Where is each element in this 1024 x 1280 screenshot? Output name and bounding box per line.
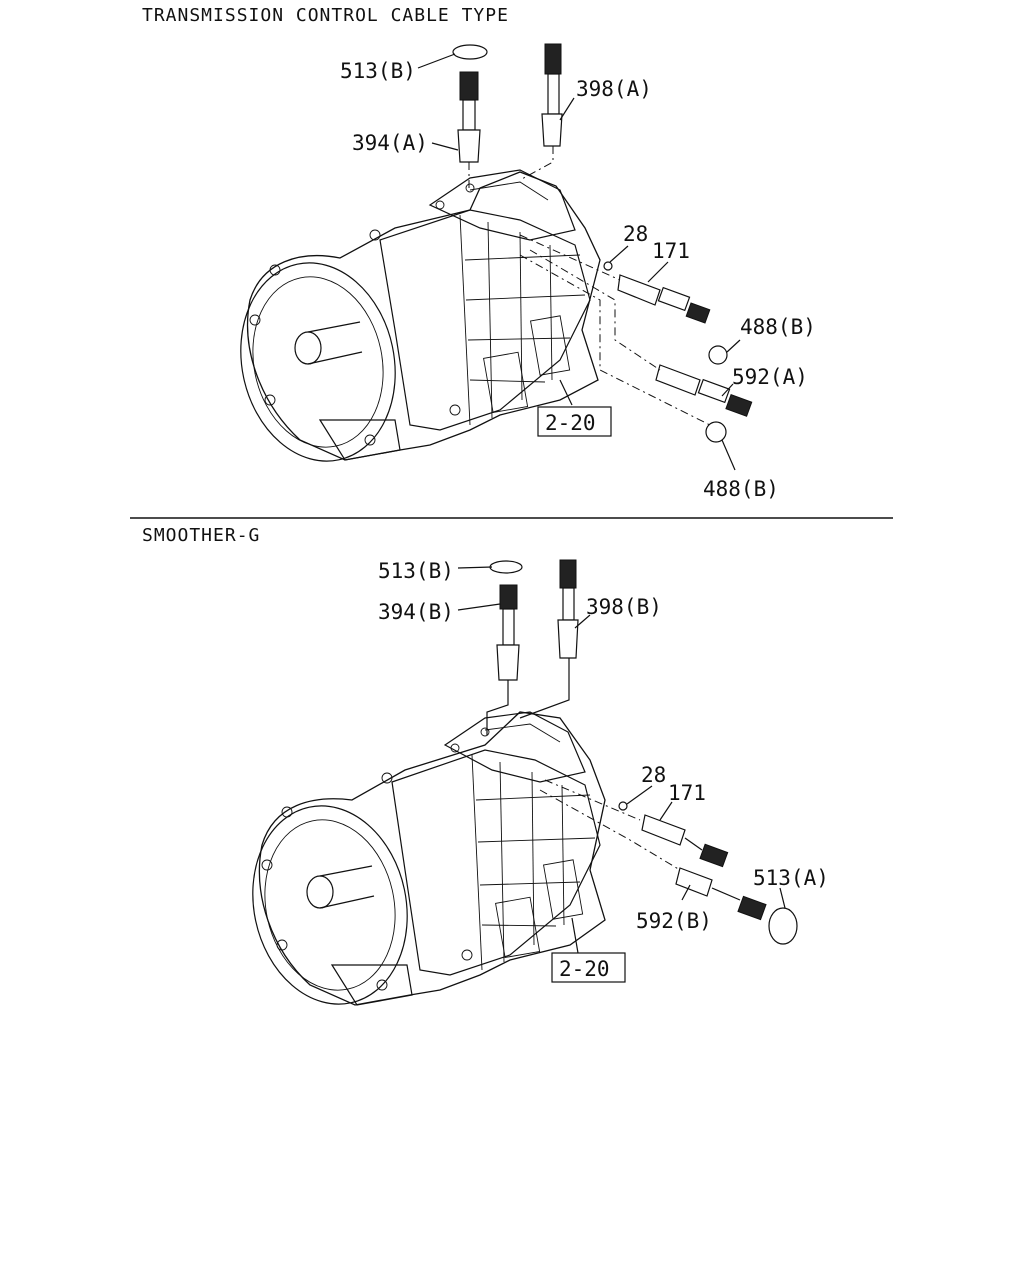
ref-box [551, 952, 626, 983]
label-171: 171 [652, 239, 690, 263]
ref-box [537, 406, 612, 437]
transmission-assembly-drawing [252, 711, 606, 1006]
label-28: 28 [641, 763, 666, 787]
label-513b: 513(B) [378, 559, 454, 583]
section-smoother-g: SMOOTHER-G [142, 525, 829, 1006]
ref-label: 2-20 [559, 957, 610, 981]
ref-label: 2-20 [545, 411, 596, 435]
section-title: SMOOTHER-G [142, 525, 260, 546]
transmission-assembly-drawing [240, 169, 601, 462]
label-394b: 394(B) [378, 600, 454, 624]
label-592a: 592(A) [732, 365, 808, 389]
section-transmission-control-cable-type: TRANSMISSION CONTROL CABLE TYPE [142, 5, 816, 501]
switch-592b-part [539, 789, 767, 921]
switch-171-part [544, 779, 729, 868]
clip-513a-part [768, 907, 798, 945]
label-513a: 513(A) [753, 866, 829, 890]
label-398b: 398(B) [586, 595, 662, 619]
plug-488b-part-1 [708, 345, 728, 365]
clip-513b-part [452, 44, 488, 60]
switch-592a-part [519, 249, 753, 426]
label-592b: 592(B) [636, 909, 712, 933]
label-488b-2: 488(B) [703, 477, 779, 501]
label-398a: 398(A) [576, 77, 652, 101]
label-394a: 394(A) [352, 131, 428, 155]
switch-171-part [519, 234, 711, 324]
clip-513b-part [489, 560, 523, 574]
switch-394a-part [457, 71, 481, 190]
switch-398b-part [519, 559, 579, 719]
plug-488b-part-2 [705, 421, 727, 443]
label-488b-1: 488(B) [740, 315, 816, 339]
switch-394b-part [486, 584, 520, 735]
label-171: 171 [668, 781, 706, 805]
label-28: 28 [623, 222, 648, 246]
switch-398a-part [519, 43, 563, 181]
section-title: TRANSMISSION CONTROL CABLE TYPE [142, 5, 509, 26]
label-513b: 513(B) [340, 59, 416, 83]
